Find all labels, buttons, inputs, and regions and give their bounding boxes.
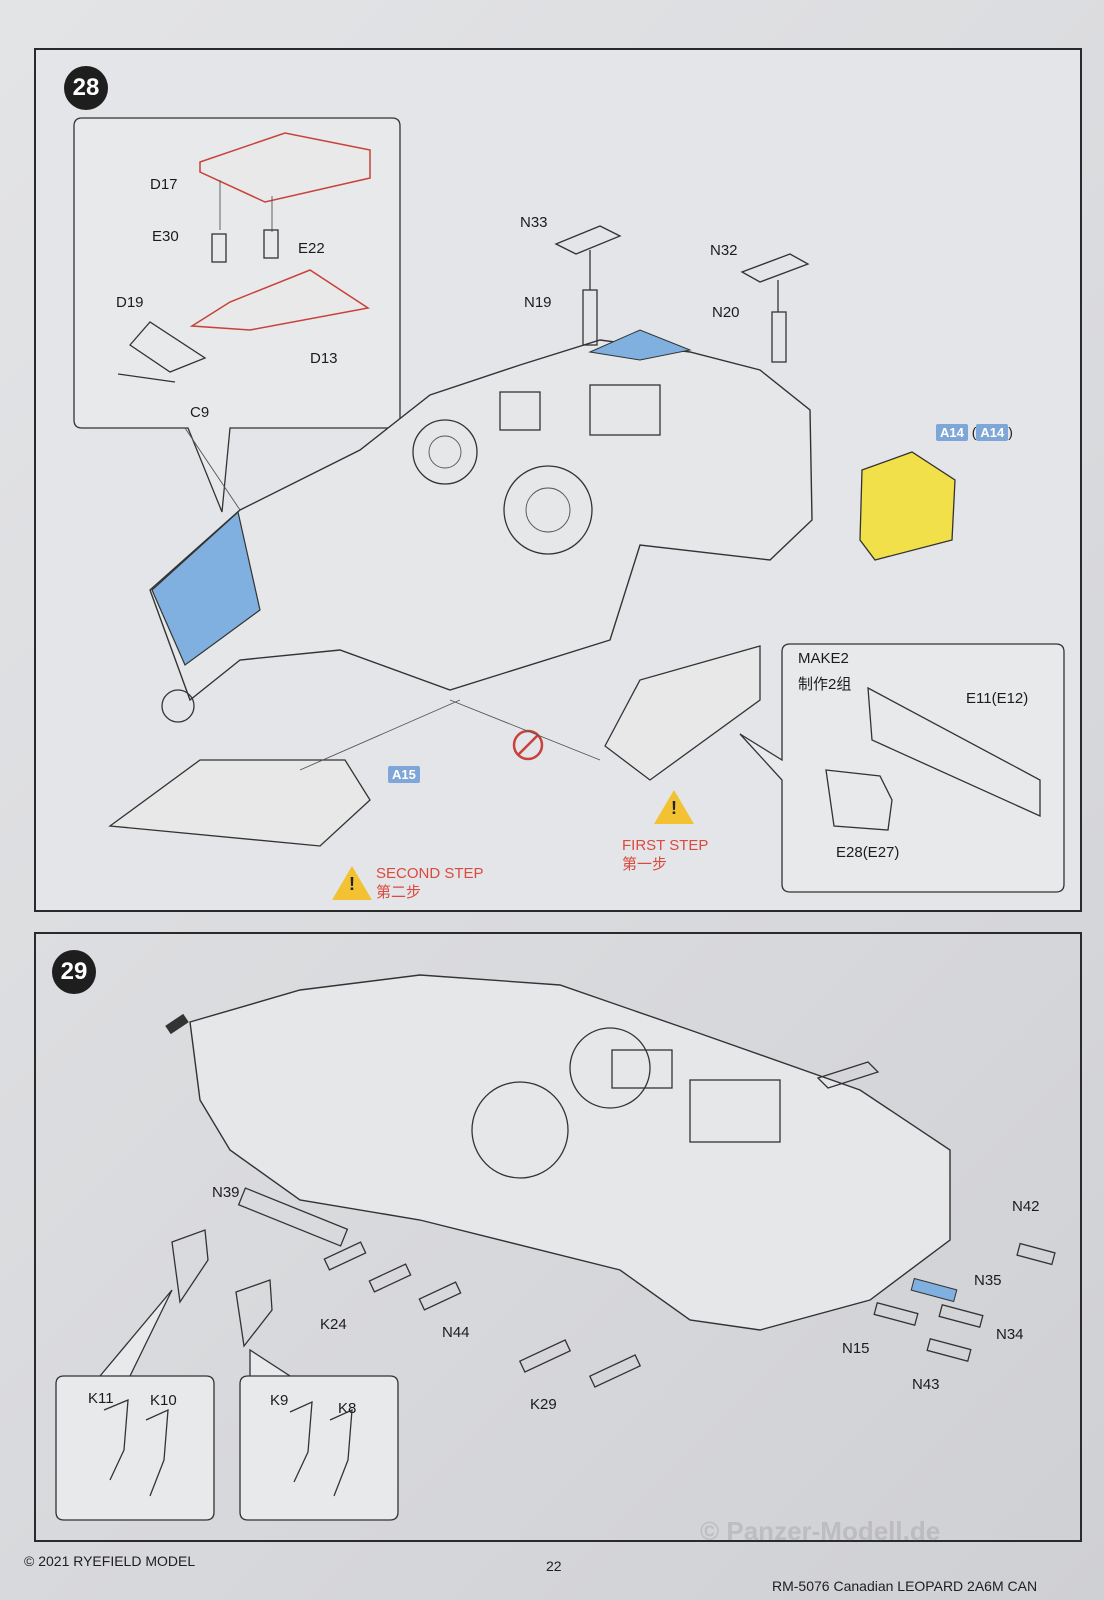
first-step-zh: 第一步: [622, 856, 668, 873]
hull-rear-shape: [189, 974, 951, 1331]
label-k8: K8: [338, 1400, 357, 1417]
step-29-badge: 29: [52, 950, 96, 994]
watermark: © Panzer-Modell.de: [700, 1516, 941, 1546]
label-k29: K29: [530, 1396, 557, 1413]
label-n19: N19: [524, 294, 552, 311]
step-29-panel: [34, 932, 1082, 1542]
label-n33: N33: [520, 214, 548, 231]
label-n44: N44: [442, 1324, 470, 1341]
copyright: © 2021 RYEFIELD MODEL: [24, 1553, 196, 1569]
part-a15-shape: [108, 759, 371, 847]
step-28-badge: 28: [64, 66, 108, 110]
tag-a14: A14: [936, 424, 968, 441]
part-d17-shape: [199, 132, 371, 203]
label-n39: N39: [212, 1184, 240, 1201]
label-n43: N43: [912, 1376, 940, 1393]
label-c9: C9: [190, 404, 210, 421]
label-n34: N34: [996, 1326, 1024, 1343]
kit-title: RM-5076 Canadian LEOPARD 2A6M CAN: [772, 1578, 1038, 1594]
yellow-basket-part: [859, 451, 956, 561]
second-step-zh: 第二步: [376, 884, 422, 901]
a14-group: A14 (A14): [936, 424, 1013, 441]
k11-k10-callout: [55, 1289, 215, 1521]
label-e28: E28(E27): [836, 844, 900, 861]
label-n32: N32: [710, 242, 738, 259]
label-k24: K24: [320, 1316, 347, 1333]
label-k9: K9: [270, 1392, 289, 1409]
label-e22: E22: [298, 240, 325, 257]
make2-title: MAKE2: [798, 650, 849, 667]
second-step-en: SECOND STEP: [376, 865, 484, 882]
label-d17: D17: [150, 176, 178, 193]
tag-a15: A15: [388, 766, 420, 783]
label-n15: N15: [842, 1340, 870, 1357]
label-k10: K10: [150, 1392, 177, 1409]
tag-a14-paren: A14: [976, 424, 1009, 441]
label-n35: N35: [974, 1272, 1002, 1289]
hull-shape: [149, 339, 813, 702]
make2-subtitle: 制作2组: [798, 676, 852, 693]
first-step-en: FIRST STEP: [622, 837, 709, 854]
label-e30: E30: [152, 228, 179, 245]
first-step-warning-icon: [654, 790, 694, 824]
blue-armor-part: [151, 510, 261, 666]
label-d13: D13: [310, 350, 338, 367]
label-n20: N20: [712, 304, 740, 321]
label-n42: N42: [1012, 1198, 1040, 1215]
label-d19: D19: [116, 294, 144, 311]
page-number: 22: [546, 1558, 562, 1574]
k9-k8-callout: [239, 1348, 399, 1521]
label-e11: E11(E12): [966, 690, 1029, 707]
make2-callout: [739, 643, 1065, 893]
second-step-warning-icon: [332, 866, 372, 900]
second-step-label: SECOND STEP 第二步: [376, 864, 484, 902]
first-step-label: FIRST STEP 第一步: [622, 836, 708, 874]
label-k11: K11: [88, 1390, 114, 1407]
